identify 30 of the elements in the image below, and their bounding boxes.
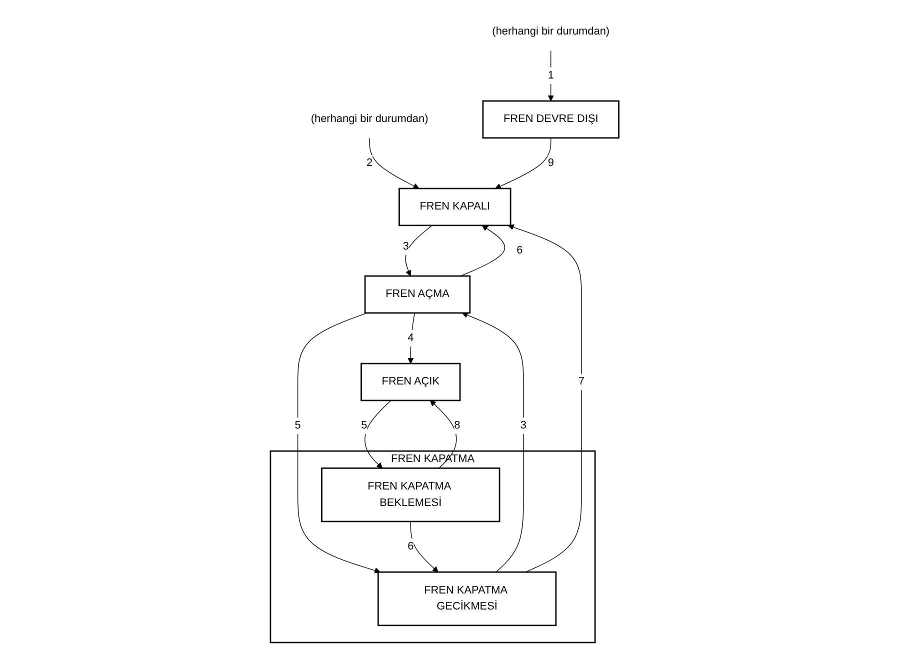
node-box: FREN KAPALI	[398, 187, 512, 226]
node-text: (herhangi bir durumdan)	[311, 112, 428, 124]
arrow	[548, 50, 554, 101]
edge-label: 5	[361, 419, 368, 431]
arrow	[405, 224, 433, 276]
edge-label: 7	[578, 375, 585, 387]
node-box: FREN AÇIK	[360, 362, 461, 401]
arrow	[462, 312, 524, 572]
arrow	[298, 312, 381, 573]
edge-label: 9	[548, 156, 554, 168]
node-box: FREN DEVRE DIŞI	[482, 100, 620, 138]
node-text: (herhangi bir durumdan)	[492, 25, 610, 37]
arrow	[408, 312, 416, 364]
arrow	[369, 137, 420, 188]
edge-label: 8	[454, 419, 460, 431]
node-box: FREN AÇMA	[364, 274, 471, 314]
edge-label: 3	[520, 419, 527, 431]
arrow	[364, 400, 392, 468]
edge-label: 2	[366, 156, 373, 168]
node-box: FREN KAPATMA BEKLEMESİ	[321, 466, 500, 522]
edge-label: 6	[516, 244, 523, 256]
arrow	[495, 137, 552, 188]
arrow	[410, 520, 439, 572]
edge-label: 6	[408, 540, 414, 552]
edge-label: 4	[408, 332, 414, 344]
edge-label: 3	[403, 240, 410, 252]
arrow	[508, 224, 582, 572]
edge-label: 5	[295, 419, 302, 431]
edge-label: 1	[548, 69, 554, 81]
node-box: FREN KAPATMA GECİKMESİ	[378, 570, 557, 626]
